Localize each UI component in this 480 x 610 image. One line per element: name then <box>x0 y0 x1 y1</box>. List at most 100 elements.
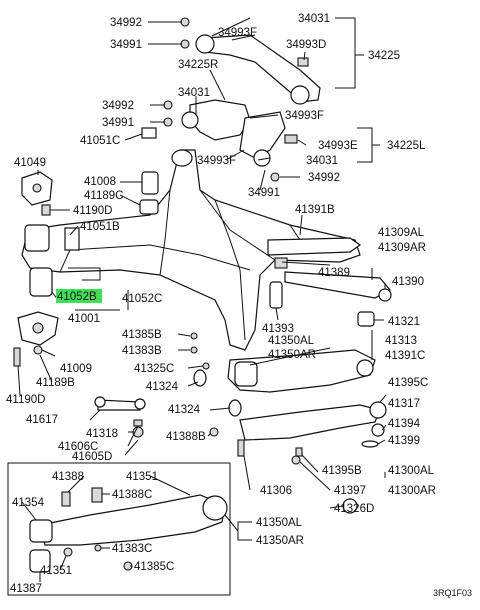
label-41001[interactable]: 41001 <box>68 313 100 325</box>
label-41605D[interactable]: 41605D <box>72 451 112 463</box>
label-41388C[interactable]: 41388C <box>112 489 152 501</box>
label-34993E[interactable]: 34993E <box>318 140 358 152</box>
label-41350AL[interactable]: 41350AL <box>268 335 315 347</box>
nut-41189B <box>33 345 43 355</box>
bushing-41393 <box>269 281 283 309</box>
bolt-34993E <box>284 134 298 144</box>
label-41383C[interactable]: 41383C <box>112 543 152 555</box>
label-41395B[interactable]: 41395B <box>322 465 362 477</box>
label-41351-b[interactable]: 41351 <box>40 565 72 577</box>
bolt-41388 <box>61 491 71 507</box>
label-41388[interactable]: 41388 <box>52 471 84 483</box>
label-41049[interactable]: 41049 <box>14 157 46 169</box>
bolt-41389 <box>274 257 288 269</box>
label-41388B[interactable]: 41388B <box>166 431 206 443</box>
label-41008[interactable]: 41008 <box>84 176 116 188</box>
washer-34991-mid <box>163 117 173 127</box>
bushing-41051C <box>141 127 157 139</box>
label-34031-right[interactable]: 34031 <box>306 155 338 167</box>
label-41309AR[interactable]: 41309AR <box>378 242 426 254</box>
label-34992-right[interactable]: 34992 <box>308 172 340 184</box>
label-41300AR[interactable]: 41300AR <box>388 485 436 497</box>
label-41313[interactable]: 41313 <box>385 335 417 347</box>
label-41326D[interactable]: 41326D <box>334 503 374 515</box>
label-41606C[interactable]: 41606C <box>58 441 98 453</box>
label-41350AR[interactable]: 41350AR <box>268 349 316 361</box>
label-41189B[interactable]: 41189B <box>36 377 75 389</box>
inset-hub-bushing <box>202 495 228 521</box>
label-41390[interactable]: 41390 <box>392 276 424 288</box>
label-34991-mid[interactable]: 34991 <box>102 117 134 129</box>
label-41350AL-inset[interactable]: 41350AL <box>256 517 303 529</box>
bolt-41190D-b <box>13 347 21 367</box>
label-34031-top[interactable]: 34031 <box>298 13 330 25</box>
part-labels[interactable]: 34992 34991 34993F 34031 34993D 34225 34… <box>6 13 436 595</box>
bushing-41354 <box>29 519 53 543</box>
label-41395C[interactable]: 41395C <box>388 377 428 389</box>
label-41190D-b[interactable]: 41190D <box>6 394 45 406</box>
label-34992-top[interactable]: 34992 <box>110 17 142 29</box>
label-41309AL[interactable]: 41309AL <box>378 227 425 239</box>
label-41009[interactable]: 41009 <box>60 363 92 375</box>
label-34993F-mid[interactable]: 34993F <box>285 110 324 122</box>
label-34991-top[interactable]: 34991 <box>110 39 142 51</box>
highlight-41052B <box>56 289 102 303</box>
label-41306[interactable]: 41306 <box>260 485 292 497</box>
label-41351-a[interactable]: 41351 <box>126 471 158 483</box>
bolt-34993D <box>297 57 309 67</box>
lower-arm-41300AL <box>239 404 381 441</box>
nut-34992-right <box>270 172 280 182</box>
label-41399[interactable]: 41399 <box>388 435 420 447</box>
label-34225R[interactable]: 34225R <box>178 59 218 71</box>
bolt-41388C <box>91 487 103 503</box>
upper-arm-34225R <box>189 99 251 141</box>
label-34993F-low[interactable]: 34993F <box>197 155 236 167</box>
toe-link-end-1 <box>94 396 106 408</box>
bracket-41009-hole <box>32 322 44 334</box>
label-41394[interactable]: 41394 <box>388 418 421 430</box>
leader-lines <box>17 17 387 582</box>
label-41387[interactable]: 41387 <box>10 583 42 595</box>
bushing-41391C <box>356 359 374 377</box>
label-34993D[interactable]: 34993D <box>286 39 326 51</box>
label-41324-a[interactable]: 41324 <box>146 381 179 393</box>
label-41385B[interactable]: 41385B <box>122 329 162 341</box>
label-41052B[interactable]: 41052B <box>57 291 97 303</box>
label-41391B[interactable]: 41391B <box>295 204 335 216</box>
ball-joint-41390 <box>378 288 392 302</box>
label-41617[interactable]: 41617 <box>26 414 58 426</box>
label-41321[interactable]: 41321 <box>388 316 420 328</box>
label-41051C[interactable]: 41051C <box>80 135 120 147</box>
label-34225L[interactable]: 34225L <box>387 140 426 152</box>
label-34031-mid[interactable]: 34031 <box>178 87 210 99</box>
label-34993F-top[interactable]: 34993F <box>218 27 257 39</box>
label-41385C[interactable]: 41385C <box>134 561 174 573</box>
label-34225[interactable]: 34225 <box>368 50 400 62</box>
nut-41325C <box>202 362 210 370</box>
catalog-code: 3RQ1F03 <box>433 588 472 598</box>
label-41391C[interactable]: 41391C <box>385 350 425 362</box>
label-41052C[interactable]: 41052C <box>122 293 162 305</box>
bushing-41394 <box>371 423 385 437</box>
label-41190D[interactable]: 41190D <box>73 205 112 217</box>
label-41318[interactable]: 41318 <box>86 428 118 440</box>
label-41389[interactable]: 41389 <box>318 267 350 279</box>
bushing-insert <box>64 227 80 251</box>
label-41350AR-inset[interactable]: 41350AR <box>256 535 304 547</box>
inset-frame <box>7 462 231 596</box>
label-34991-right[interactable]: 34991 <box>248 187 280 199</box>
label-41383B[interactable]: 41383B <box>122 345 162 357</box>
label-41051B[interactable]: 41051B <box>80 221 120 233</box>
label-41354[interactable]: 41354 <box>12 497 45 509</box>
lower-arm-41350AL <box>227 349 376 393</box>
label-34992-mid[interactable]: 34992 <box>102 100 134 112</box>
label-41324-b[interactable]: 41324 <box>168 404 201 416</box>
label-41317[interactable]: 41317 <box>388 398 420 410</box>
bolt-41606C <box>133 419 143 427</box>
label-41189C[interactable]: 41189C <box>84 190 123 202</box>
label-41325C[interactable]: 41325C <box>134 363 174 375</box>
label-41393[interactable]: 41393 <box>262 323 294 335</box>
label-41397[interactable]: 41397 <box>334 485 366 497</box>
label-41300AL[interactable]: 41300AL <box>388 465 435 477</box>
nut-34992-top <box>180 17 190 27</box>
